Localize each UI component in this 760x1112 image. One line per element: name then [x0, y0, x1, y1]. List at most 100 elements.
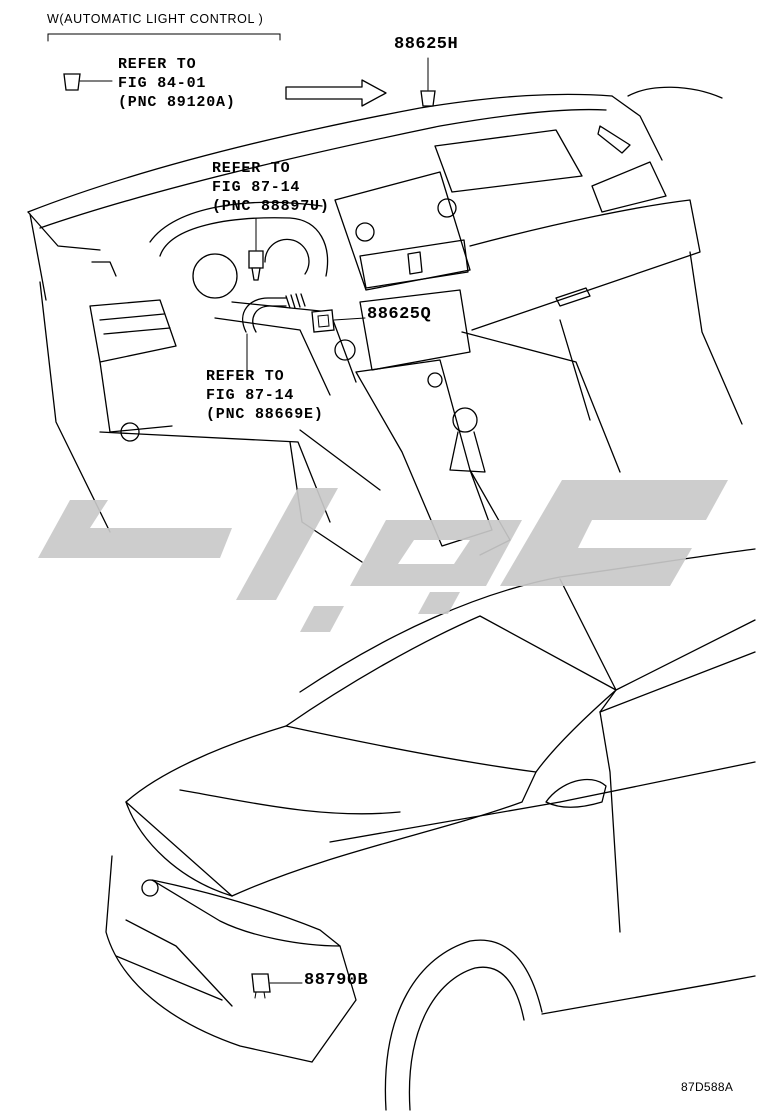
center-console-upper [334, 171, 471, 291]
watermark-shape-5 [418, 592, 460, 614]
front-bumper [105, 855, 313, 1063]
center-display-hood [434, 129, 583, 193]
front-side-line [125, 801, 233, 897]
side-window-bottom [599, 651, 756, 713]
part-number-88625q[interactable]: 88625Q [367, 305, 432, 324]
headlight [151, 879, 341, 947]
watermark-shape-3 [300, 606, 344, 632]
part-number-88625h[interactable]: 88625H [394, 35, 459, 54]
header-title: W(AUTOMATIC LIGHT CONTROL ) [47, 12, 264, 26]
passenger-side-line [689, 251, 743, 425]
side-window-top [615, 619, 756, 691]
watermark-shape-4 [350, 520, 522, 586]
center-knob [334, 339, 356, 361]
center-screen [359, 239, 469, 289]
wheel-arch [384, 939, 543, 1111]
grille-lower [115, 955, 223, 1001]
callout-refer-89120a[interactable]: REFER TO FIG 84-01 (PNC 89120A) [118, 55, 236, 112]
part-88669e-hose [242, 297, 287, 333]
part-88625q-icon [311, 309, 366, 333]
part-88897u-icon [248, 217, 264, 281]
bumper-corner [311, 945, 357, 1063]
part-88625h-icon [420, 57, 436, 107]
callout-line-fig: FIG 87-14 [212, 179, 301, 196]
watermark-shape-1 [38, 500, 232, 558]
watermark-logo [38, 480, 728, 632]
callout-line-refer: REFER TO [118, 56, 197, 73]
dash-top-right [611, 95, 663, 161]
gauge-left [192, 253, 238, 299]
left-edge-upper [29, 213, 47, 301]
instrument-cluster [159, 217, 329, 277]
shift-boot [449, 431, 486, 473]
part-88897u-pin [251, 267, 261, 281]
callout-refer-88897u[interactable]: REFER TO FIG 87-14 (PNC 88897U) [212, 159, 330, 216]
dash-top-edge [27, 93, 613, 213]
callout-line-refer: REFER TO [212, 160, 291, 177]
part-88625q-body [311, 309, 335, 333]
wheel-arch-inner [408, 966, 525, 1111]
callout-line-fig: FIG 84-01 [118, 75, 207, 92]
part-88790b-icon [251, 973, 303, 999]
direction-arrow [285, 79, 387, 107]
pedal-area [299, 429, 381, 491]
left-vent [89, 299, 177, 363]
right-side-vent [591, 161, 667, 213]
glovebox-handle [555, 287, 591, 307]
windshield [285, 615, 617, 773]
passenger-footwell-line [559, 319, 591, 421]
part-88669e-spring [285, 293, 306, 309]
center-stack-lower [359, 289, 471, 371]
left-vent-slats [99, 313, 171, 335]
left-knob [120, 422, 140, 442]
center-column [355, 359, 493, 547]
part-88669e-icon [242, 293, 306, 373]
left-dash-panel [99, 361, 173, 433]
hood-right-edge [231, 771, 537, 897]
part-88625q-detail [317, 314, 330, 328]
center-vent-right [437, 198, 457, 218]
watermark-shape-2 [236, 488, 338, 600]
a-pillar [559, 578, 617, 713]
a-pillar-right [627, 86, 723, 99]
watermark-shape-6 [500, 480, 728, 586]
callout-line-pnc: (PNC 88897U) [212, 198, 330, 215]
callout-line-pnc: (PNC 89120A) [118, 94, 236, 111]
windshield-base-left [27, 211, 101, 251]
drawing-code: 87D588A [681, 1080, 734, 1094]
emblem [141, 879, 159, 897]
instrument-hood [149, 201, 323, 243]
part-88897u-body [248, 250, 264, 269]
door-line [599, 711, 621, 933]
callout-refer-88669e[interactable]: REFER TO FIG 87-14 (PNC 88669E) [206, 367, 324, 424]
hood-left-edge [125, 725, 287, 803]
header-bracket [47, 33, 281, 42]
part-88625q-leader [333, 317, 366, 321]
center-small-knob [427, 372, 443, 388]
grille-upper [125, 919, 233, 1007]
part-89120a-body [63, 73, 81, 91]
callout-line-refer: REFER TO [206, 368, 285, 385]
gauge-right [264, 238, 310, 275]
glovebox [469, 199, 701, 331]
center-switch [407, 251, 423, 275]
passenger-lower-line [461, 331, 621, 473]
lower-body-line [541, 975, 756, 1015]
defrost-slot [91, 261, 117, 277]
side-crease [559, 761, 756, 803]
part-88790b-prongs [254, 991, 266, 999]
callout-line-fig: FIG 87-14 [206, 387, 295, 404]
dash-top-edge-inner [39, 108, 607, 229]
callout-line-pnc: (PNC 88669E) [206, 406, 324, 423]
part-88669e-hose-outer [252, 305, 287, 333]
center-vent-left [355, 222, 375, 242]
part-89120a-icon [63, 73, 113, 91]
left-edge-lower [39, 281, 111, 533]
fender-line [329, 801, 561, 843]
side-mirror [545, 778, 607, 808]
part-number-88790b[interactable]: 88790B [304, 971, 369, 990]
part-88625h-body [420, 90, 436, 107]
hood-crease [179, 789, 401, 815]
